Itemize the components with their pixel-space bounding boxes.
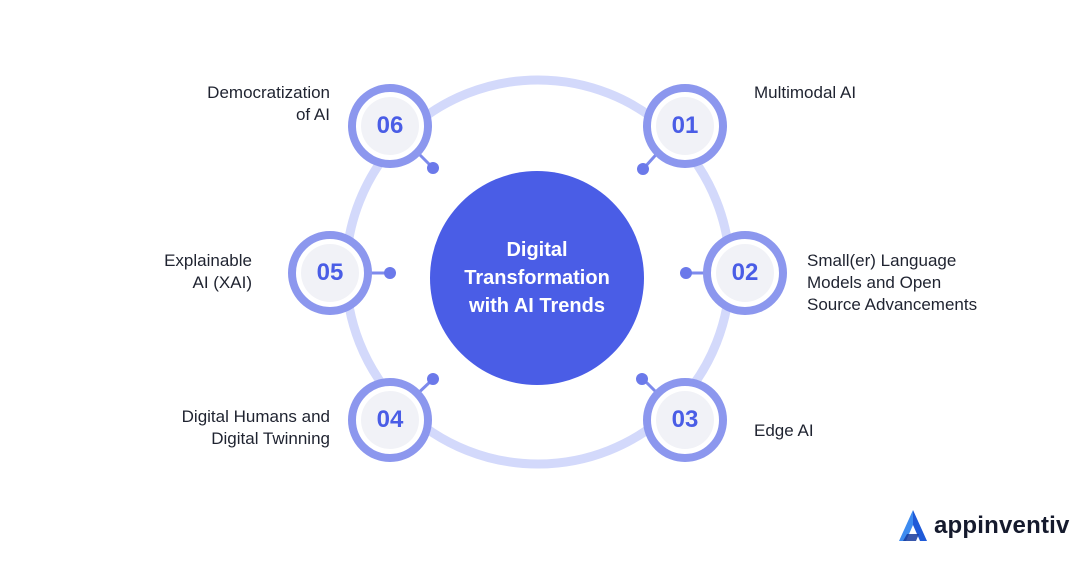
- node-number-04: 04: [376, 406, 404, 433]
- node-label-03: Edge AI: [754, 420, 814, 442]
- center-title-line-1: Digital: [506, 239, 568, 261]
- brand-logo: appinventiv: [896, 506, 1070, 546]
- node-label-02: Small(er) Language Models and Open Sourc…: [807, 250, 977, 316]
- node-circle-02: [703, 231, 787, 315]
- node-circle-05: [288, 231, 372, 315]
- node-label-02-line-3: Source Advancements: [807, 295, 978, 314]
- node-label-01-line-1: Multimodal AI: [754, 83, 857, 102]
- node-number-06: 06: [376, 112, 404, 139]
- node-number-02: 02: [731, 259, 759, 286]
- node-circle-03: [643, 378, 727, 462]
- node-label-04-line-2: Digital Twinning: [211, 429, 330, 448]
- node-circle-01: [643, 84, 727, 168]
- center-title-line-2: Transformation: [464, 267, 610, 289]
- node-label-03-line-1: Edge AI: [754, 421, 814, 440]
- node-label-01: Multimodal AI: [754, 82, 856, 104]
- node-label-05-line-1: Explainable: [164, 251, 252, 270]
- node-label-05: Explainable AI (XAI): [164, 250, 252, 294]
- center-circle: [430, 171, 644, 385]
- node-label-06-line-2: of AI: [295, 105, 330, 124]
- appinventiv-logo-icon: [899, 510, 927, 541]
- node-label-06: Democratization of AI: [207, 82, 330, 126]
- node-number-05: 05: [316, 259, 344, 286]
- node-circle-04: [348, 378, 432, 462]
- node-number-01: 01: [671, 112, 699, 139]
- node-circle-06: [348, 84, 432, 168]
- node-label-02-line-2: Models and Open: [807, 273, 942, 292]
- center-title-line-3: with AI Trends: [469, 295, 605, 317]
- node-label-04: Digital Humans and Digital Twinning: [182, 406, 330, 450]
- node-label-05-line-2: AI (XAI): [192, 273, 252, 292]
- center-title: Digital Transformation with AI Trends: [430, 236, 644, 320]
- node-label-06-line-1: Democratization: [207, 83, 330, 102]
- connector-05: [368, 267, 396, 279]
- node-number-03: 03: [671, 406, 699, 433]
- node-label-04-line-1: Digital Humans and: [181, 407, 330, 426]
- brand-name: appinventiv: [934, 512, 1070, 539]
- node-label-02-line-1: Small(er) Language: [807, 251, 957, 270]
